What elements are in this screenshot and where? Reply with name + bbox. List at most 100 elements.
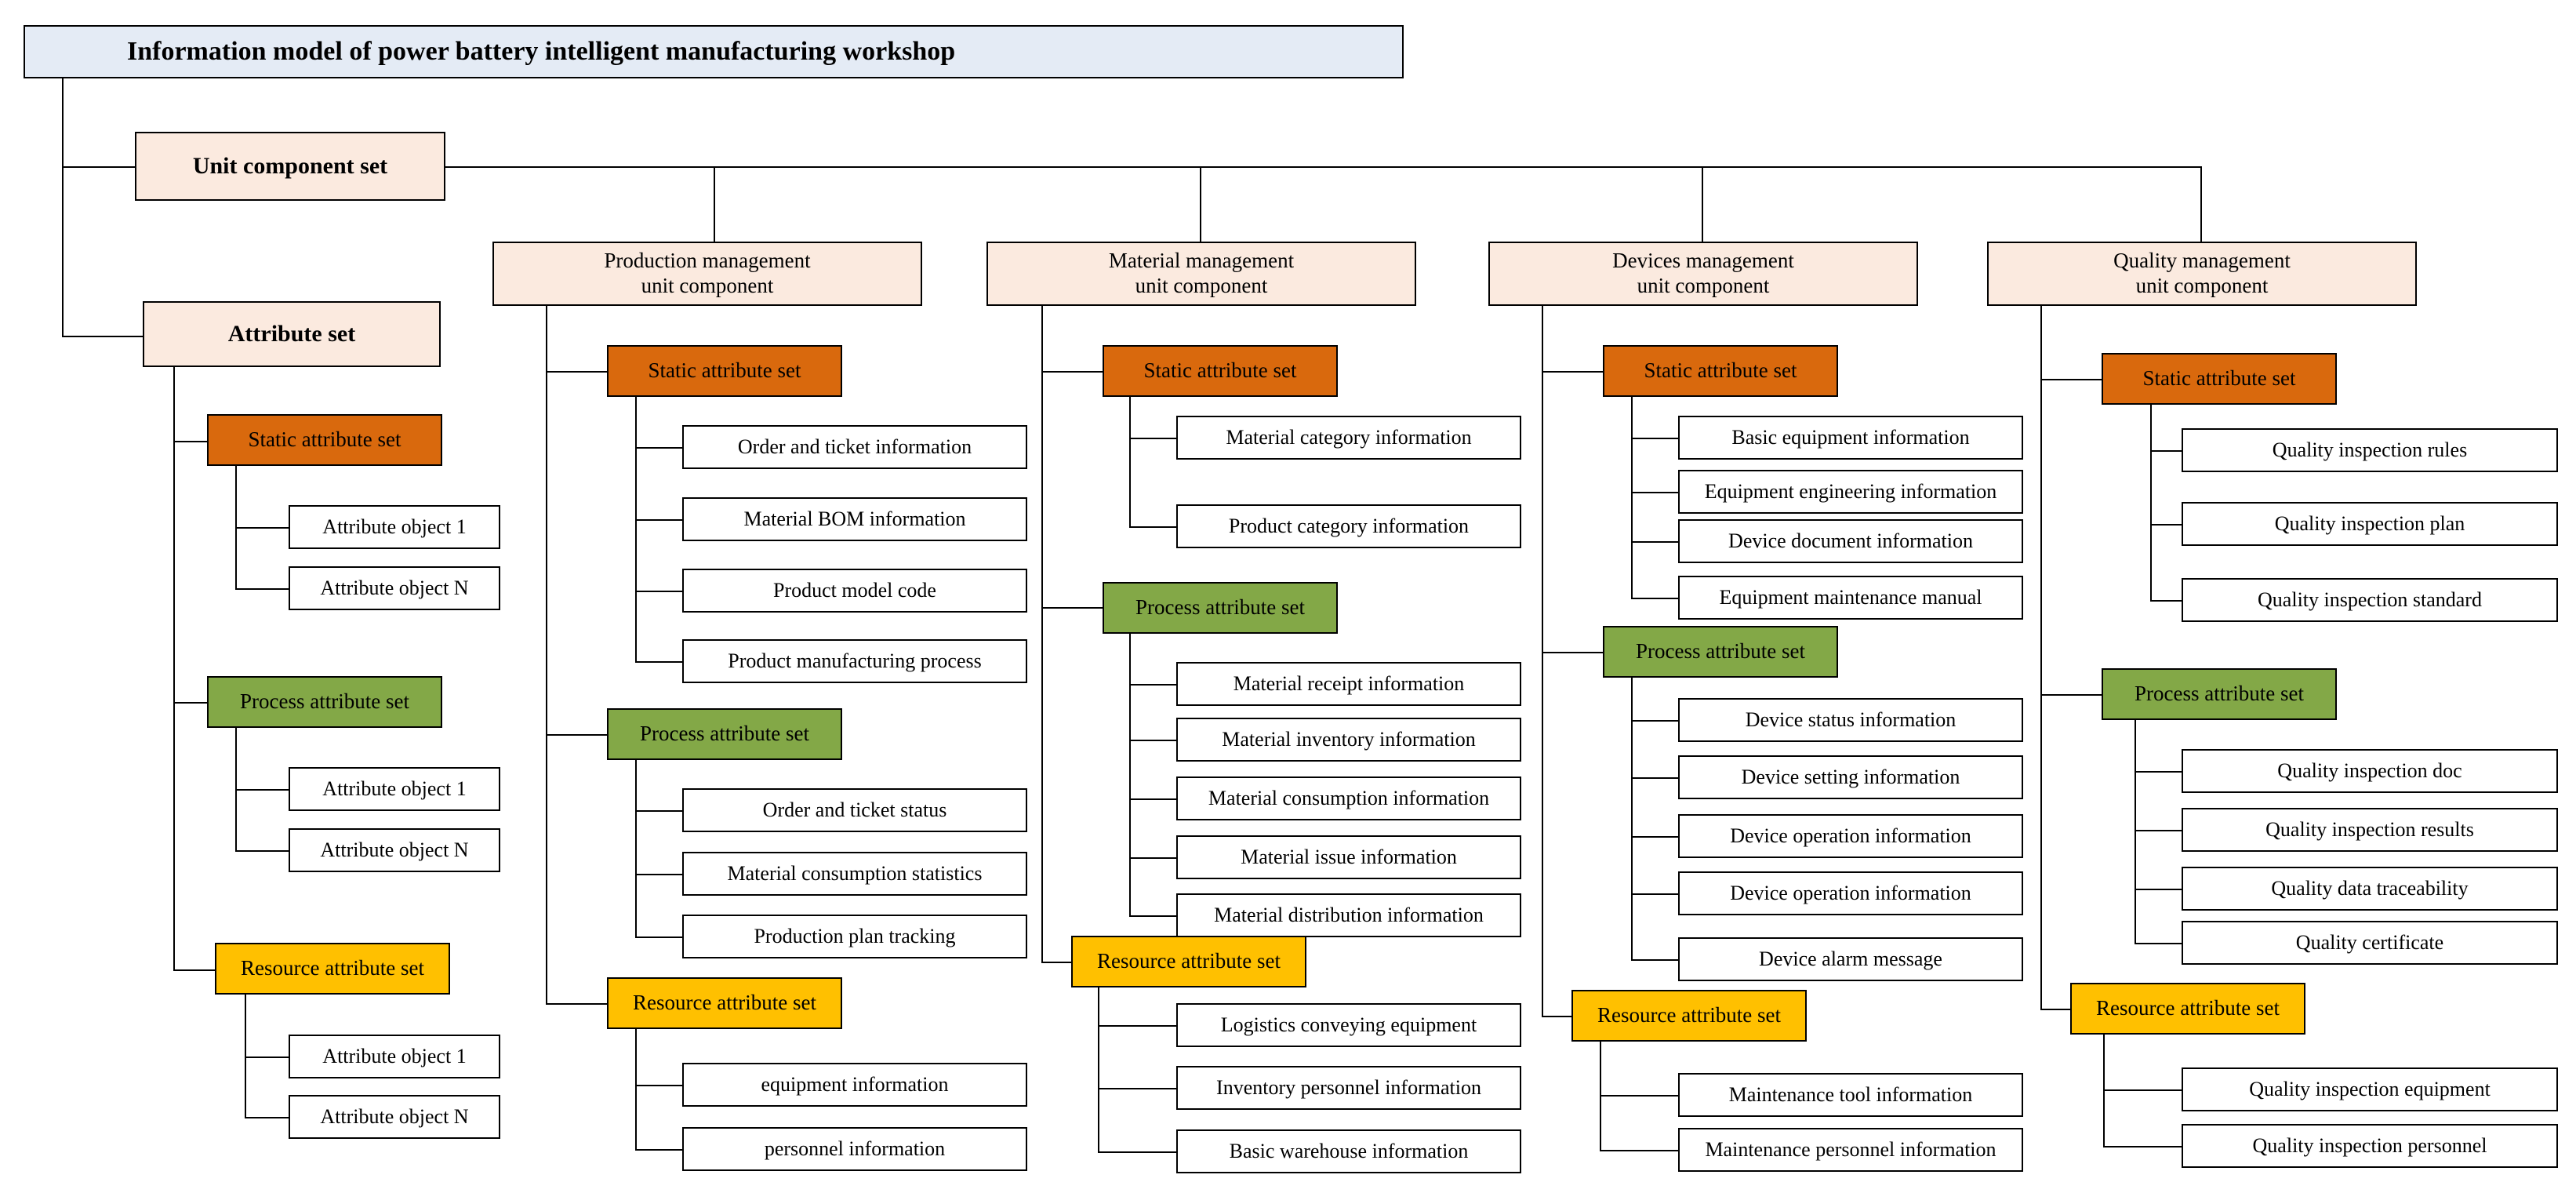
connector-col3-static-child-2 bbox=[2150, 600, 2183, 602]
resource-attribute-set-box-quality: Resource attribute set bbox=[2070, 983, 2305, 1035]
connector-col0-to-static bbox=[546, 371, 609, 373]
connector-col2-to-process bbox=[1542, 652, 1604, 653]
connector-col0-resource-child-0 bbox=[635, 1085, 684, 1086]
connector-col3-static-child-1 bbox=[2150, 524, 2183, 526]
connector-attrset-static-child-1 bbox=[235, 588, 290, 590]
connector-col2-process-child-0 bbox=[1631, 720, 1680, 722]
leaf-box: Maintenance personnel information bbox=[1678, 1128, 2023, 1172]
connector-attrset-process-child-0 bbox=[235, 789, 290, 791]
leaf-box: Attribute object N bbox=[289, 828, 500, 872]
connector-attrset-process-child-1 bbox=[235, 850, 290, 852]
connector-col1-process-spine bbox=[1129, 634, 1131, 916]
leaf-box: Attribute object N bbox=[289, 1095, 500, 1139]
connector-col3-to-resource bbox=[2040, 1009, 2072, 1010]
leaf-box: personnel information bbox=[682, 1127, 1027, 1171]
static-attribute-set-box-production: Static attribute set bbox=[607, 345, 842, 397]
connector-col3-static-child-0 bbox=[2150, 450, 2183, 452]
connector-col0-static-child-2 bbox=[635, 591, 684, 592]
process-attribute-set-box-production: Process attribute set bbox=[607, 708, 842, 760]
leaf-box: Quality inspection standard bbox=[2182, 578, 2558, 622]
connector-root-stem bbox=[62, 78, 64, 337]
connector-col0-static-child-3 bbox=[635, 661, 684, 663]
connector-col1-resource-spine bbox=[1098, 987, 1099, 1153]
connector-attrset-to-process bbox=[173, 702, 209, 704]
connector-col3-process-child-2 bbox=[2135, 889, 2183, 890]
connector-unit-spine bbox=[444, 166, 2202, 168]
attribute-set-box: Attribute set bbox=[143, 301, 441, 367]
connector-col3-resource-child-0 bbox=[2103, 1089, 2183, 1091]
connector-col2-spine bbox=[1542, 306, 1543, 1017]
leaf-box: Quality data traceability bbox=[2182, 867, 2558, 911]
connector-col2-static-child-0 bbox=[1631, 438, 1680, 439]
connector-col1-to-resource bbox=[1041, 962, 1073, 963]
leaf-box: Order and ticket information bbox=[682, 425, 1027, 469]
connector-col1-spine bbox=[1041, 306, 1043, 963]
leaf-box: Device alarm message bbox=[1678, 937, 2023, 981]
connector-col2-static-child-1 bbox=[1631, 492, 1680, 493]
connector-stem-devices bbox=[1702, 166, 1703, 242]
leaf-box: Product model code bbox=[682, 569, 1027, 613]
connector-root-to-attribute-set bbox=[62, 336, 144, 337]
connector-col0-to-resource bbox=[546, 1003, 609, 1005]
connector-col1-process-child-0 bbox=[1129, 684, 1178, 686]
process-attribute-set-box-devices: Process attribute set bbox=[1603, 626, 1838, 678]
connector-col0-process-child-0 bbox=[635, 810, 684, 812]
connector-col0-process-child-2 bbox=[635, 937, 684, 938]
connector-col1-static-spine bbox=[1129, 397, 1131, 527]
resource-attribute-set-box-production: Resource attribute set bbox=[607, 977, 842, 1029]
connector-col2-static-child-3 bbox=[1631, 598, 1680, 599]
leaf-box: Material BOM information bbox=[682, 497, 1027, 541]
leaf-box: Maintenance tool information bbox=[1678, 1073, 2023, 1117]
connector-col2-process-child-4 bbox=[1631, 959, 1680, 961]
leaf-box: Production plan tracking bbox=[682, 915, 1027, 958]
connector-col2-to-static bbox=[1542, 371, 1604, 373]
leaf-box: Product category information bbox=[1176, 504, 1521, 548]
connector-col0-process-spine bbox=[635, 760, 637, 937]
leaf-box: Quality inspection personnel bbox=[2182, 1124, 2558, 1168]
connector-col2-process-child-1 bbox=[1631, 777, 1680, 779]
connector-col3-process-spine bbox=[2135, 720, 2136, 944]
leaf-box: Device document information bbox=[1678, 519, 2023, 563]
connector-col2-to-resource bbox=[1542, 1016, 1573, 1017]
process-attribute-set-box-quality: Process attribute set bbox=[2102, 668, 2337, 720]
leaf-box: Device operation information bbox=[1678, 814, 2023, 858]
connector-stem-production bbox=[714, 166, 715, 242]
connector-col1-static-child-1 bbox=[1129, 526, 1178, 528]
leaf-box: Inventory personnel information bbox=[1176, 1066, 1521, 1110]
connector-col2-static-child-2 bbox=[1631, 541, 1680, 543]
connector-attrset-static-child-0 bbox=[235, 527, 290, 529]
leaf-box: Order and ticket status bbox=[682, 788, 1027, 832]
connector-col2-process-child-2 bbox=[1631, 836, 1680, 838]
leaf-box: Quality inspection doc bbox=[2182, 749, 2558, 793]
connector-col3-to-static bbox=[2040, 379, 2103, 380]
leaf-box: Device setting information bbox=[1678, 755, 2023, 799]
leaf-box: equipment information bbox=[682, 1063, 1027, 1107]
connector-col3-process-child-1 bbox=[2135, 830, 2183, 831]
connector-col1-to-static bbox=[1041, 371, 1104, 373]
connector-col1-resource-child-2 bbox=[1098, 1151, 1178, 1153]
connector-col0-resource-spine bbox=[635, 1029, 637, 1151]
leaf-box: Quality inspection results bbox=[2182, 808, 2558, 852]
connector-attrset-to-resource bbox=[173, 969, 216, 971]
attribute-set-process-box: Process attribute set bbox=[207, 676, 442, 728]
unit-component-box-devices: Devices management unit component bbox=[1488, 242, 1918, 306]
connector-col0-process-child-1 bbox=[635, 874, 684, 875]
connector-col1-resource-child-1 bbox=[1098, 1088, 1178, 1089]
leaf-box: Equipment engineering information bbox=[1678, 470, 2023, 514]
connector-col1-process-child-4 bbox=[1129, 915, 1178, 917]
leaf-box: Device status information bbox=[1678, 698, 2023, 742]
leaf-box: Material inventory information bbox=[1176, 718, 1521, 762]
connector-col0-resource-child-1 bbox=[635, 1149, 684, 1151]
connector-root-to-unit-component-set bbox=[62, 166, 136, 168]
leaf-box: Material receipt information bbox=[1176, 662, 1521, 706]
attribute-set-static-box: Static attribute set bbox=[207, 414, 442, 466]
connector-col3-static-spine bbox=[2150, 405, 2152, 601]
connector-col3-spine bbox=[2040, 306, 2042, 1010]
connector-attrset-to-static bbox=[173, 441, 209, 442]
unit-component-box-quality: Quality management unit component bbox=[1987, 242, 2417, 306]
leaf-box: Attribute object 1 bbox=[289, 505, 500, 549]
connector-col3-to-process bbox=[2040, 694, 2103, 696]
leaf-box: Product manufacturing process bbox=[682, 639, 1027, 683]
connector-col2-process-child-3 bbox=[1631, 893, 1680, 895]
static-attribute-set-box-devices: Static attribute set bbox=[1603, 345, 1838, 397]
